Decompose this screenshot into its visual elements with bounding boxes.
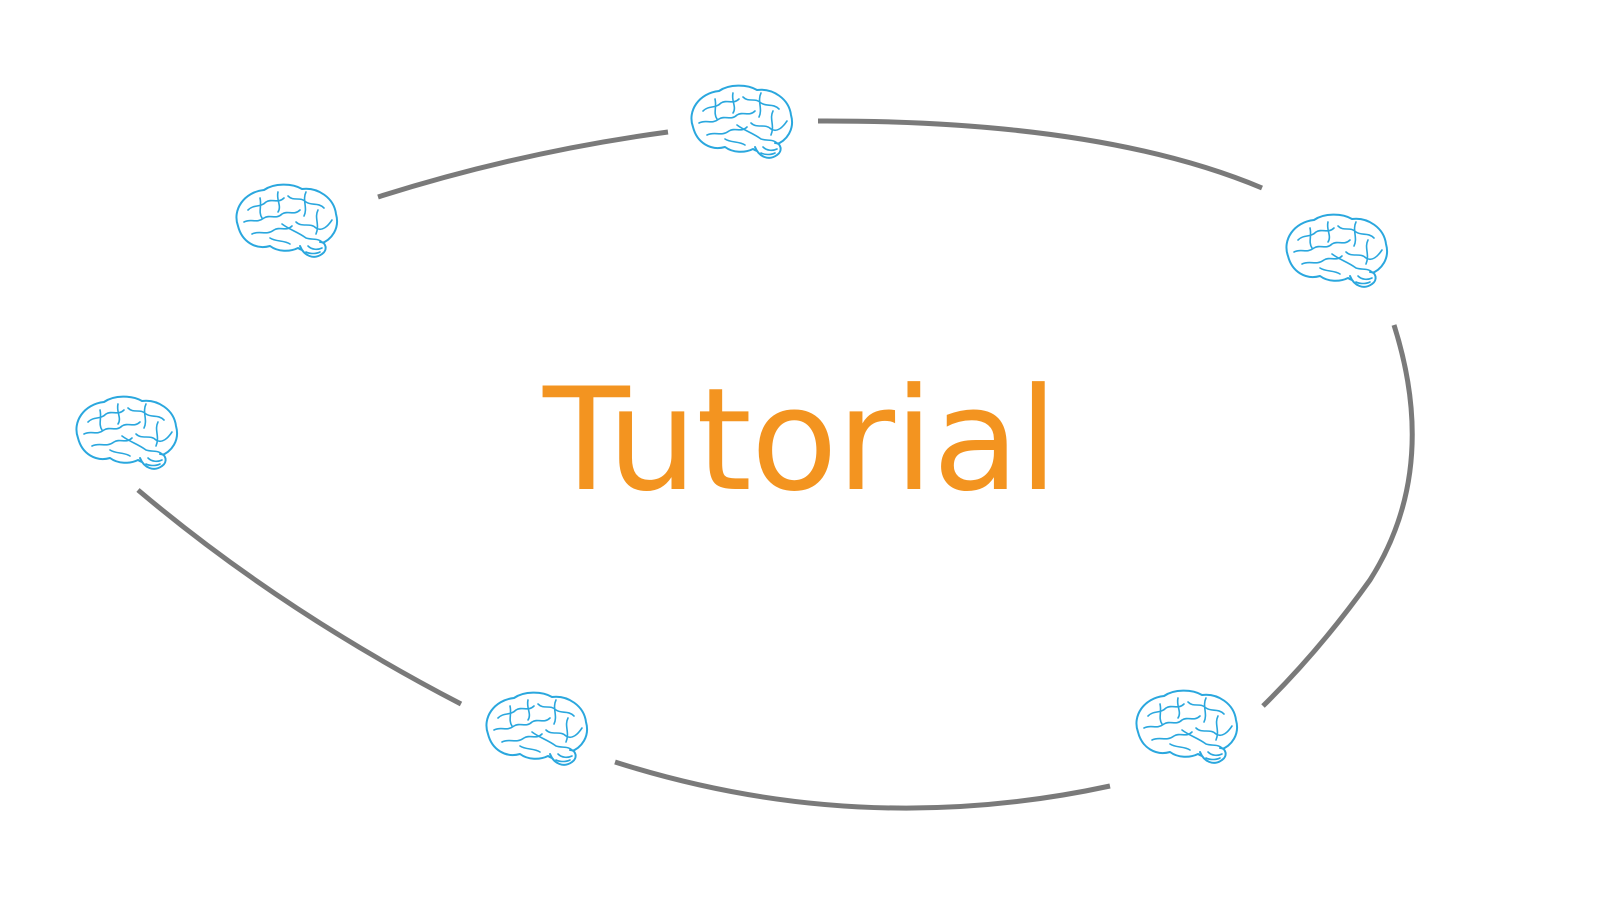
connector-bottom: [614, 759, 1111, 811]
connector-top-right: [817, 118, 1263, 191]
connector-top-left: [377, 129, 669, 200]
brain-icon: [230, 180, 342, 264]
connector-left: [136, 488, 463, 707]
brain-icon: [480, 688, 592, 772]
slide-title: Tutorial: [542, 358, 1058, 523]
brain-icon: [1280, 210, 1392, 294]
brain-icon: [1130, 686, 1242, 770]
brain-icon: [70, 392, 182, 476]
connector-right: [1261, 324, 1415, 708]
brain-icon: [685, 81, 797, 165]
